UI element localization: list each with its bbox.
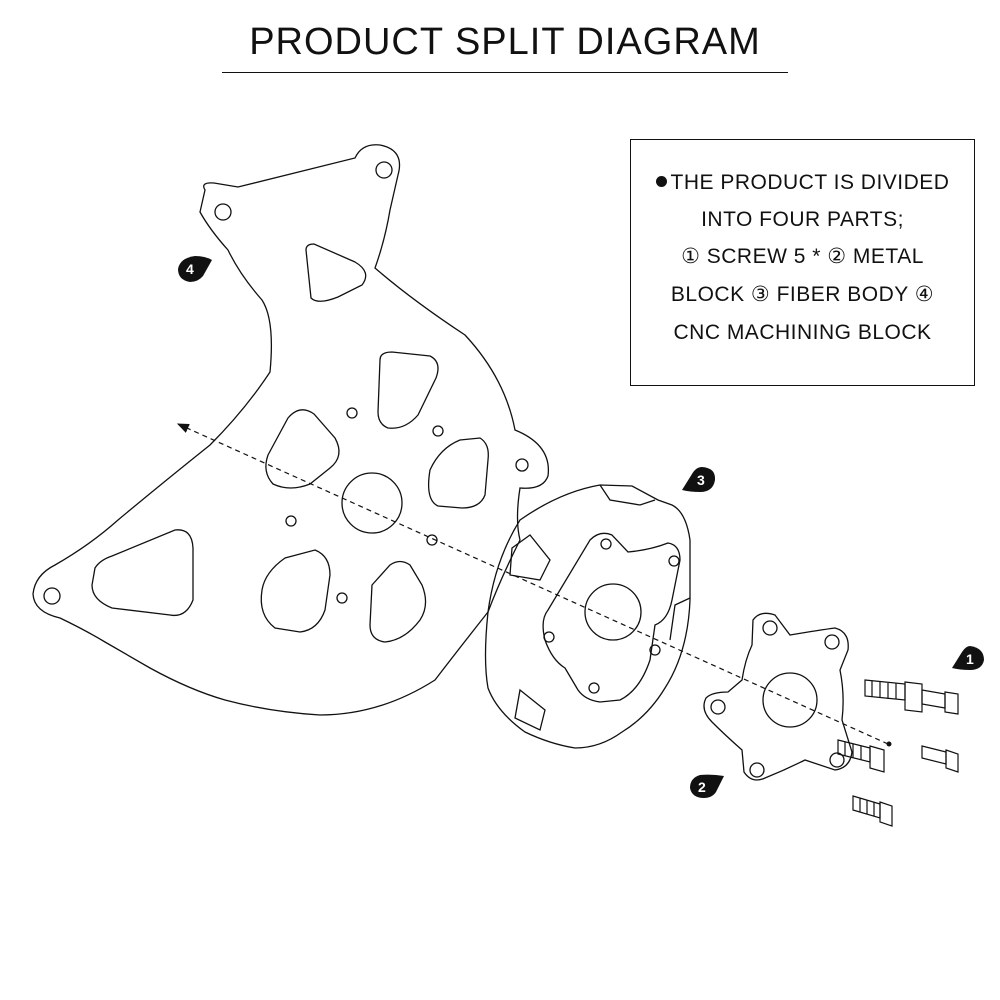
screw-4 bbox=[921, 745, 959, 773]
bullet-icon bbox=[655, 176, 667, 187]
info-line-3: ① SCREW 5 * ② METAL bbox=[681, 245, 924, 268]
info-line-2: INTO FOUR PARTS; bbox=[701, 208, 904, 231]
info-line-1: THE PRODUCT IS DIVIDED bbox=[631, 168, 974, 198]
screw-1 bbox=[864, 679, 923, 713]
info-line-5: CNC MACHINING BLOCK bbox=[673, 321, 932, 344]
callout-fiber-body: 3 bbox=[682, 467, 716, 492]
screw-2 bbox=[921, 689, 959, 715]
info-line-4: BLOCK ③ FIBER BODY ④ bbox=[670, 283, 935, 306]
callout-metal-block: 2 bbox=[690, 774, 724, 798]
fiber-body bbox=[484, 484, 691, 749]
svg-text:3: 3 bbox=[697, 472, 705, 488]
svg-text:1: 1 bbox=[966, 651, 974, 667]
callout-screw: 1 bbox=[952, 646, 984, 670]
screws bbox=[837, 679, 959, 827]
assembly-axis bbox=[176, 423, 892, 747]
metal-block bbox=[703, 612, 853, 781]
callout-cnc-block: 4 bbox=[178, 256, 212, 282]
cnc-machining-block bbox=[32, 144, 550, 716]
info-box: THE PRODUCT IS DIVIDED INTO FOUR PARTS; … bbox=[630, 139, 975, 386]
svg-text:4: 4 bbox=[186, 261, 194, 277]
screw-3 bbox=[837, 739, 885, 773]
screw-5 bbox=[852, 795, 893, 827]
svg-text:2: 2 bbox=[698, 779, 706, 795]
page-title: PRODUCT SPLIT DIAGRAM bbox=[222, 14, 788, 73]
